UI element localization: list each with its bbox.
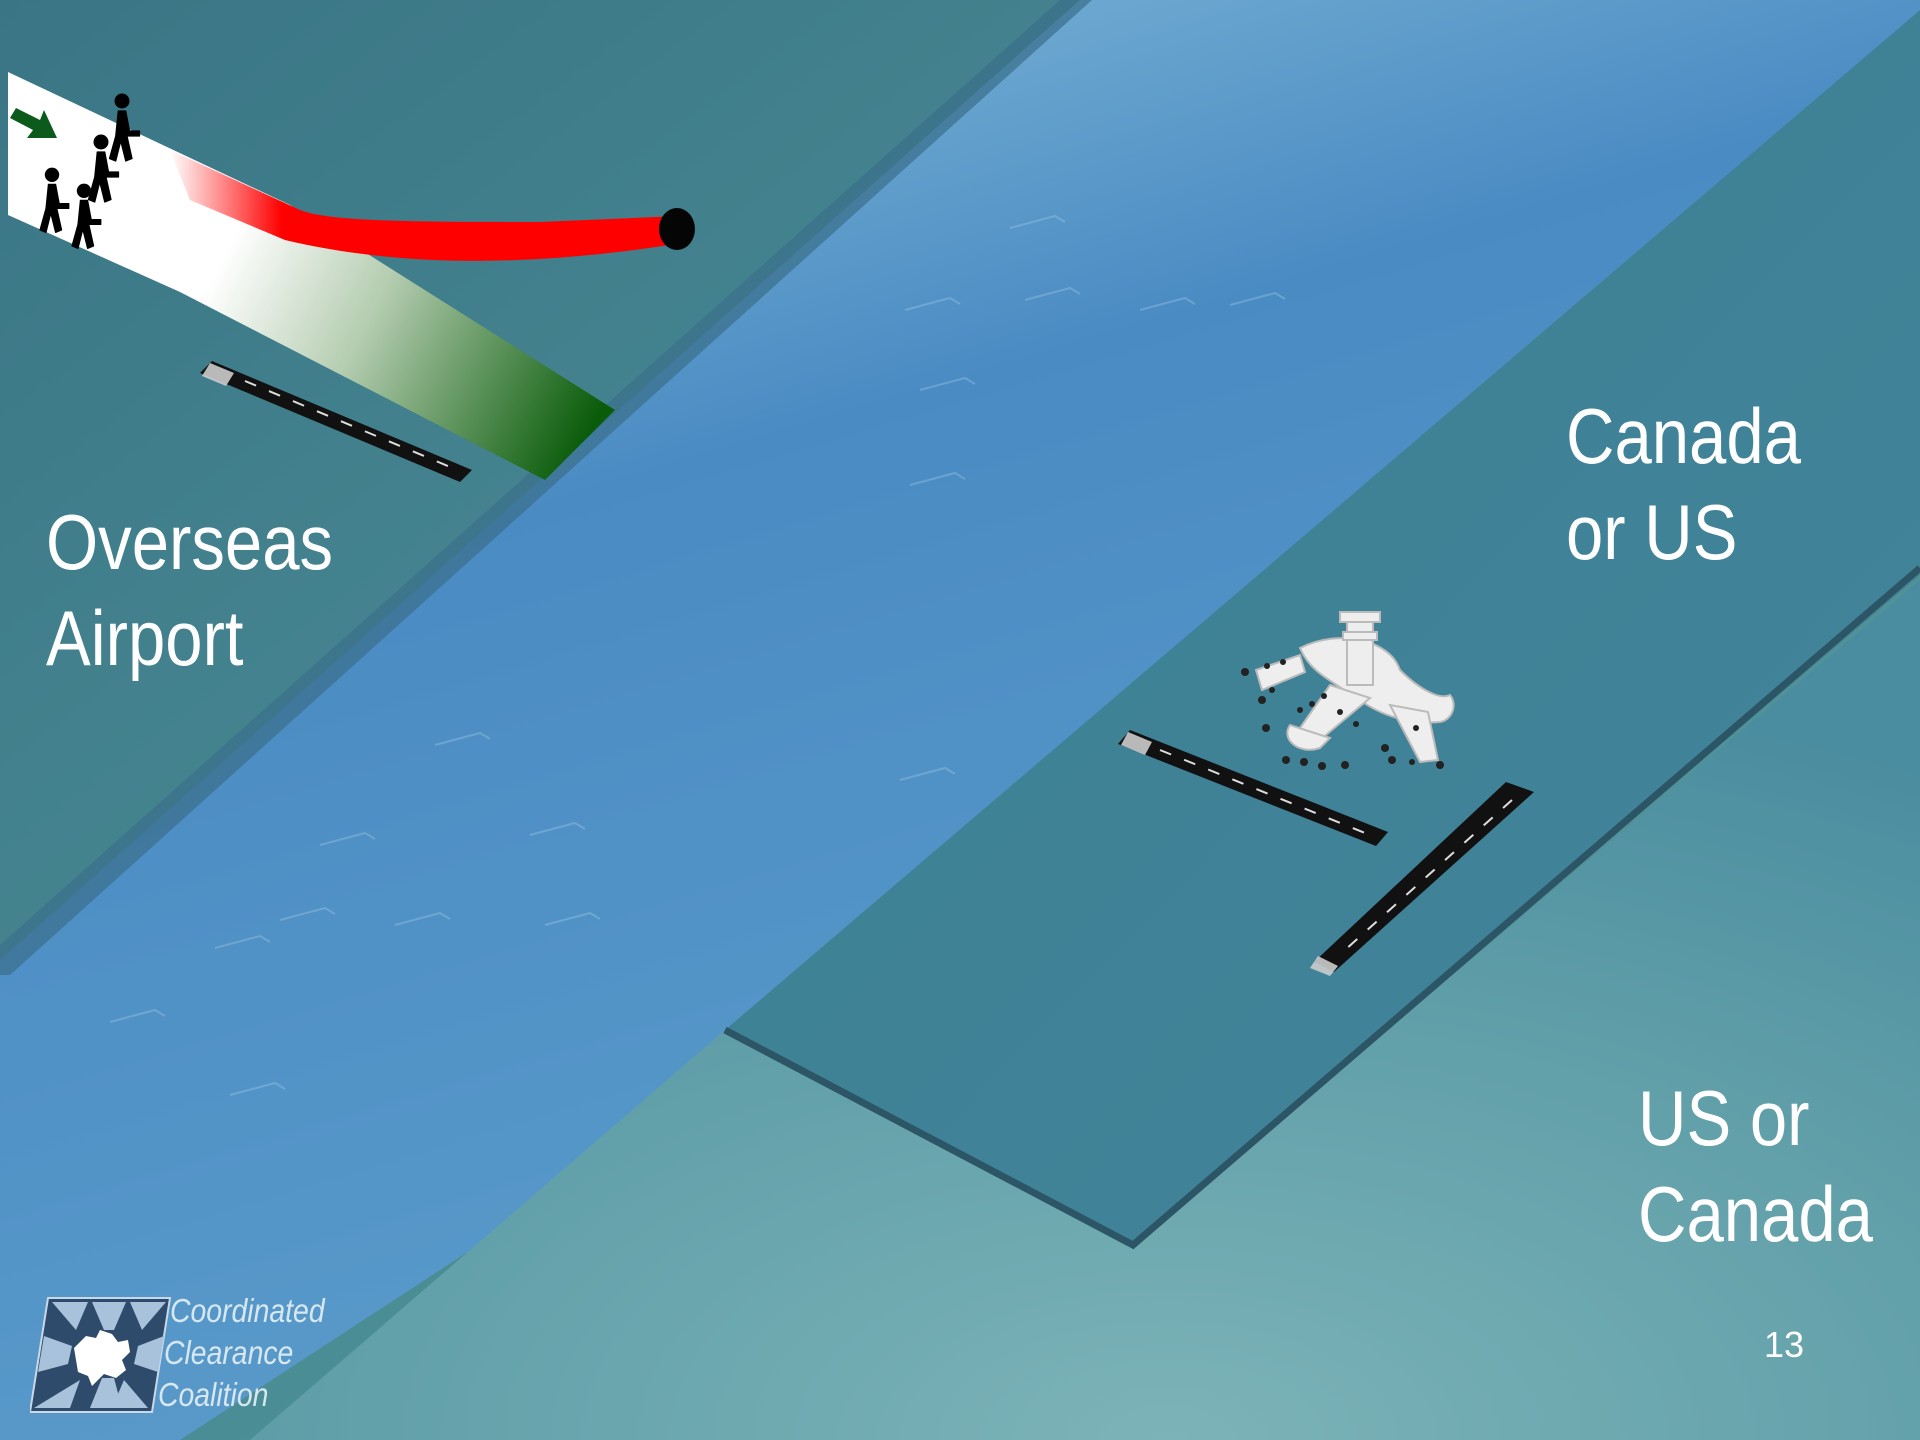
us-or-canada-label: US or Canada (1638, 1070, 1873, 1262)
route-end-dot (659, 208, 695, 250)
coalition-logo-text: Coordinated Clearance Coalition (170, 1290, 325, 1416)
slide-number: 13 (1764, 1324, 1804, 1366)
canada-or-us-label: Canada or US (1566, 388, 1801, 580)
overseas-airport-label: Overseas Airport (46, 494, 333, 686)
